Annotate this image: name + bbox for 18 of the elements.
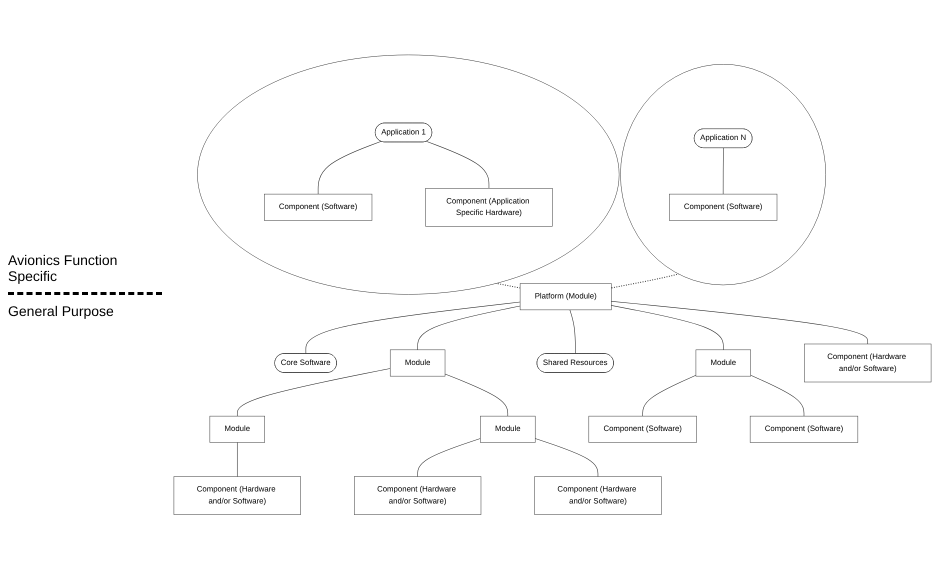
section-label: General Purpose	[8, 302, 115, 318]
connector	[318, 141, 382, 195]
connector	[722, 148, 724, 195]
connector	[611, 301, 868, 345]
connector	[426, 141, 490, 189]
connector	[750, 375, 804, 417]
connector	[306, 302, 520, 354]
connector	[534, 438, 598, 478]
connector	[611, 305, 724, 350]
cluster	[620, 64, 826, 286]
connector	[642, 375, 696, 417]
connector	[417, 438, 481, 478]
connector	[236, 368, 390, 417]
connector	[236, 442, 238, 478]
connector	[444, 374, 508, 417]
section-label: Avionics Function Specific	[8, 252, 118, 284]
connector	[570, 310, 576, 354]
connector	[417, 306, 520, 350]
